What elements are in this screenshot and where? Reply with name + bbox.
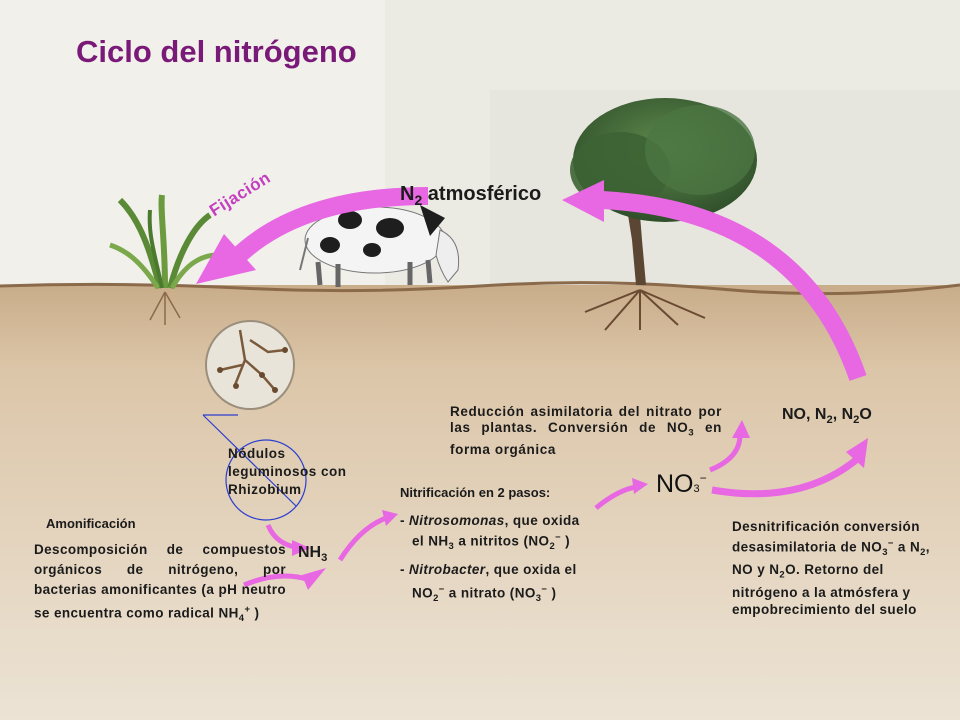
nitrobacter-rest: , que oxida el (485, 562, 577, 577)
nitrosomonas-l2sub2: 2 (549, 541, 556, 553)
gases-s1: 2 (826, 414, 833, 427)
no3-formula: NO3− (656, 470, 707, 499)
denitrification-sub1: 3 (882, 547, 888, 559)
nitrobacter-name: Nitrobacter (409, 562, 486, 577)
denitrification-sub2: 2 (920, 547, 926, 559)
reduction-line2: en forma orgánica (450, 420, 722, 457)
denitrification-c: , NO y N (732, 539, 930, 578)
no3-main: NO (656, 470, 694, 498)
grass-plant (109, 194, 219, 325)
fixation-arrow (196, 187, 429, 284)
nitrate-reduction-text: Reducción asimilatoria del nitrato por l… (450, 404, 722, 458)
denitrification-b: a N (893, 539, 921, 555)
nitrobacter-l2sup2: − (541, 584, 548, 595)
n2-rest: atmosférico (422, 183, 542, 205)
nitrosomonas-l2sup: − (555, 532, 562, 543)
gases-p2: , N (832, 406, 854, 423)
decomposition-sup: + (244, 604, 251, 615)
amonification-heading: Amonificación (46, 516, 136, 531)
decomposition-text: Descomposición de compuestos orgánicos d… (34, 540, 286, 629)
nh3-to-nitrification-arrow (337, 510, 398, 562)
nitrosomonas-l2end: ) (561, 533, 571, 549)
nitrobacter-l2sub: 2 (433, 593, 439, 605)
no3-sub: 3 (693, 483, 700, 495)
nitrobacter-step: - Nitrobacter, que oxida el NO2− a nitra… (400, 560, 622, 609)
gases-p3: O (859, 406, 872, 423)
nodules-label: Nódulos leguminosos con Rhizobium (228, 446, 347, 497)
n2-sub: 2 (414, 192, 423, 208)
amonification-arrow (243, 568, 326, 590)
nitrobacter-dash: - (400, 562, 410, 577)
decomposition-sub: 4 (238, 613, 245, 625)
nodule-callout (202, 414, 307, 521)
nitrobacter-line2: NO2− a nitrato (NO3− ) (400, 580, 622, 609)
nh3-label: NH3 (298, 544, 327, 564)
nitrosomonas-rest: , que oxida (504, 513, 580, 528)
root-nodules-circle (205, 320, 295, 410)
nitrification-heading: Nitrificación en 2 pasos: (400, 485, 551, 500)
no3-sup: − (699, 471, 707, 485)
nitrosomonas-dash: - (400, 513, 410, 528)
reduction-sub: 3 (688, 427, 695, 439)
n2-main: N (400, 183, 415, 205)
nitrosomonas-step: - Nitrosomonas, que oxida el NH3 a nitri… (400, 512, 622, 555)
page-title: Ciclo del nitrógeno (76, 34, 357, 69)
denitrification-d: O. Retorno del nitrógeno a la atmósfera … (732, 562, 917, 617)
nitrosomonas-line2: el NH3 a nitritos (NO2− ) (400, 529, 622, 555)
nitrification-to-no3-arrow (594, 478, 648, 510)
denitrification-text: Desnitrificación conversión desasimilato… (732, 518, 932, 618)
nitrobacter-l2sup: − (438, 584, 445, 595)
nitrobacter-l2end: ) (547, 585, 557, 601)
nitrosomonas-l2sub: 3 (448, 541, 455, 553)
atmospheric-n2-label: N2 atmosférico (400, 183, 541, 208)
nitrosomonas-l2a: el NH (412, 533, 449, 549)
decomposition-body: Descomposición de compuestos orgánicos d… (34, 542, 286, 621)
nitrobacter-l2b: a nitrato (NO (444, 585, 536, 601)
tree (570, 98, 757, 331)
no3-to-gases-arrow (711, 438, 868, 498)
denitrification-to-atmosphere-arrow (562, 180, 867, 381)
nitrobacter-l2sub2: 3 (535, 593, 542, 605)
reduction-line1: Reducción asimilatoria del nitrato por l… (450, 404, 722, 435)
cow (299, 205, 460, 287)
decomposition-end: ) (250, 605, 260, 621)
nodule-to-nh3-arrow (265, 523, 310, 556)
soil-layer (0, 285, 960, 720)
no3-to-plants-arrow (709, 420, 750, 473)
nh3-main: NH (298, 544, 322, 561)
nitrosomonas-name: Nitrosomonas (409, 513, 505, 528)
denitrification-a: Desnitrificación conversión desasimilato… (732, 519, 920, 555)
gases-s2: 2 (853, 414, 860, 427)
nh3-sub: 3 (321, 552, 328, 565)
nitrosomonas-l2b: a nitritos (NO (454, 533, 550, 549)
denitrification-sup1: − (887, 538, 894, 549)
nitrobacter-l2a: NO (412, 585, 434, 601)
gases-p1: NO, N (782, 406, 827, 423)
denitrification-sub3: 2 (779, 569, 786, 581)
nitrogen-gases-label: NO, N2, N2O (782, 406, 872, 426)
